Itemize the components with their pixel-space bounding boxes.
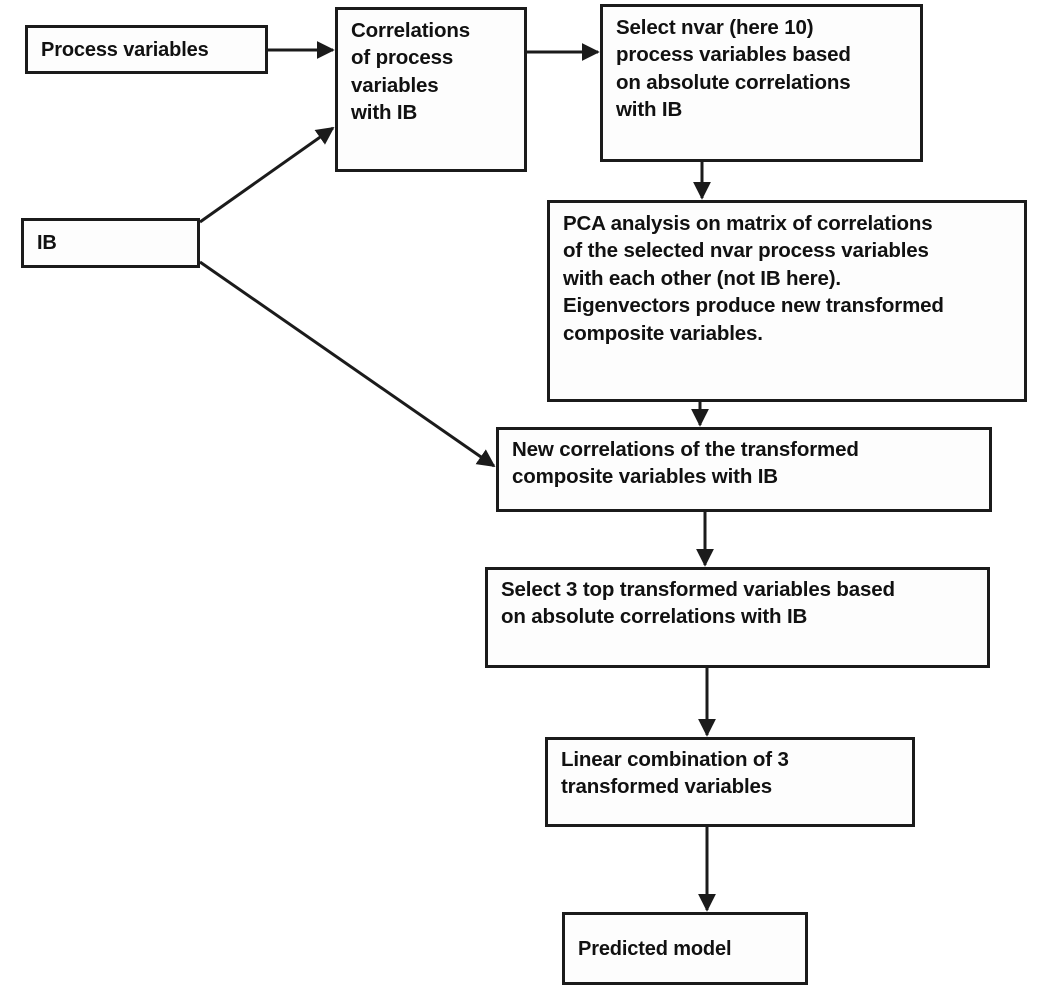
node-process-variables[interactable]: Process variables [25,25,268,74]
node-ib-label: IB [37,232,57,254]
node-correlations-label: Correlations of process variables with I… [351,19,470,125]
node-pca-analysis[interactable]: PCA analysis on matrix of correlations o… [547,200,1027,402]
node-select-nvar-process-variables[interactable]: Select nvar (here 10) process variables … [600,4,923,162]
node-new-correlations-transformed-composite-variables[interactable]: New correlations of the transformed comp… [496,427,992,512]
node-correlations-of-process-variables-with-ib[interactable]: Correlations of process variables with I… [335,7,527,172]
node-linear-combination-label: Linear combination of 3 transformed vari… [561,748,789,798]
node-select-nvar-label: Select nvar (here 10) process variables … [616,16,851,122]
node-select-three-label: Select 3 top transformed variables based… [501,578,895,628]
node-process-variables-label: Process variables [41,38,209,61]
node-predicted-model[interactable]: Predicted model [562,912,808,985]
node-ib[interactable]: IB [21,218,200,268]
node-linear-combination-of-three-transformed-variables[interactable]: Linear combination of 3 transformed vari… [545,737,915,827]
node-pca-label: PCA analysis on matrix of correlations o… [563,212,944,345]
node-new-correlations-label: New correlations of the transformed comp… [512,438,859,488]
node-select-three-top-transformed-variables[interactable]: Select 3 top transformed variables based… [485,567,990,668]
edge-ib-to-correlations [199,126,335,224]
node-predicted-model-label: Predicted model [578,937,732,960]
edge-ib-to-new-correlations [199,260,496,468]
